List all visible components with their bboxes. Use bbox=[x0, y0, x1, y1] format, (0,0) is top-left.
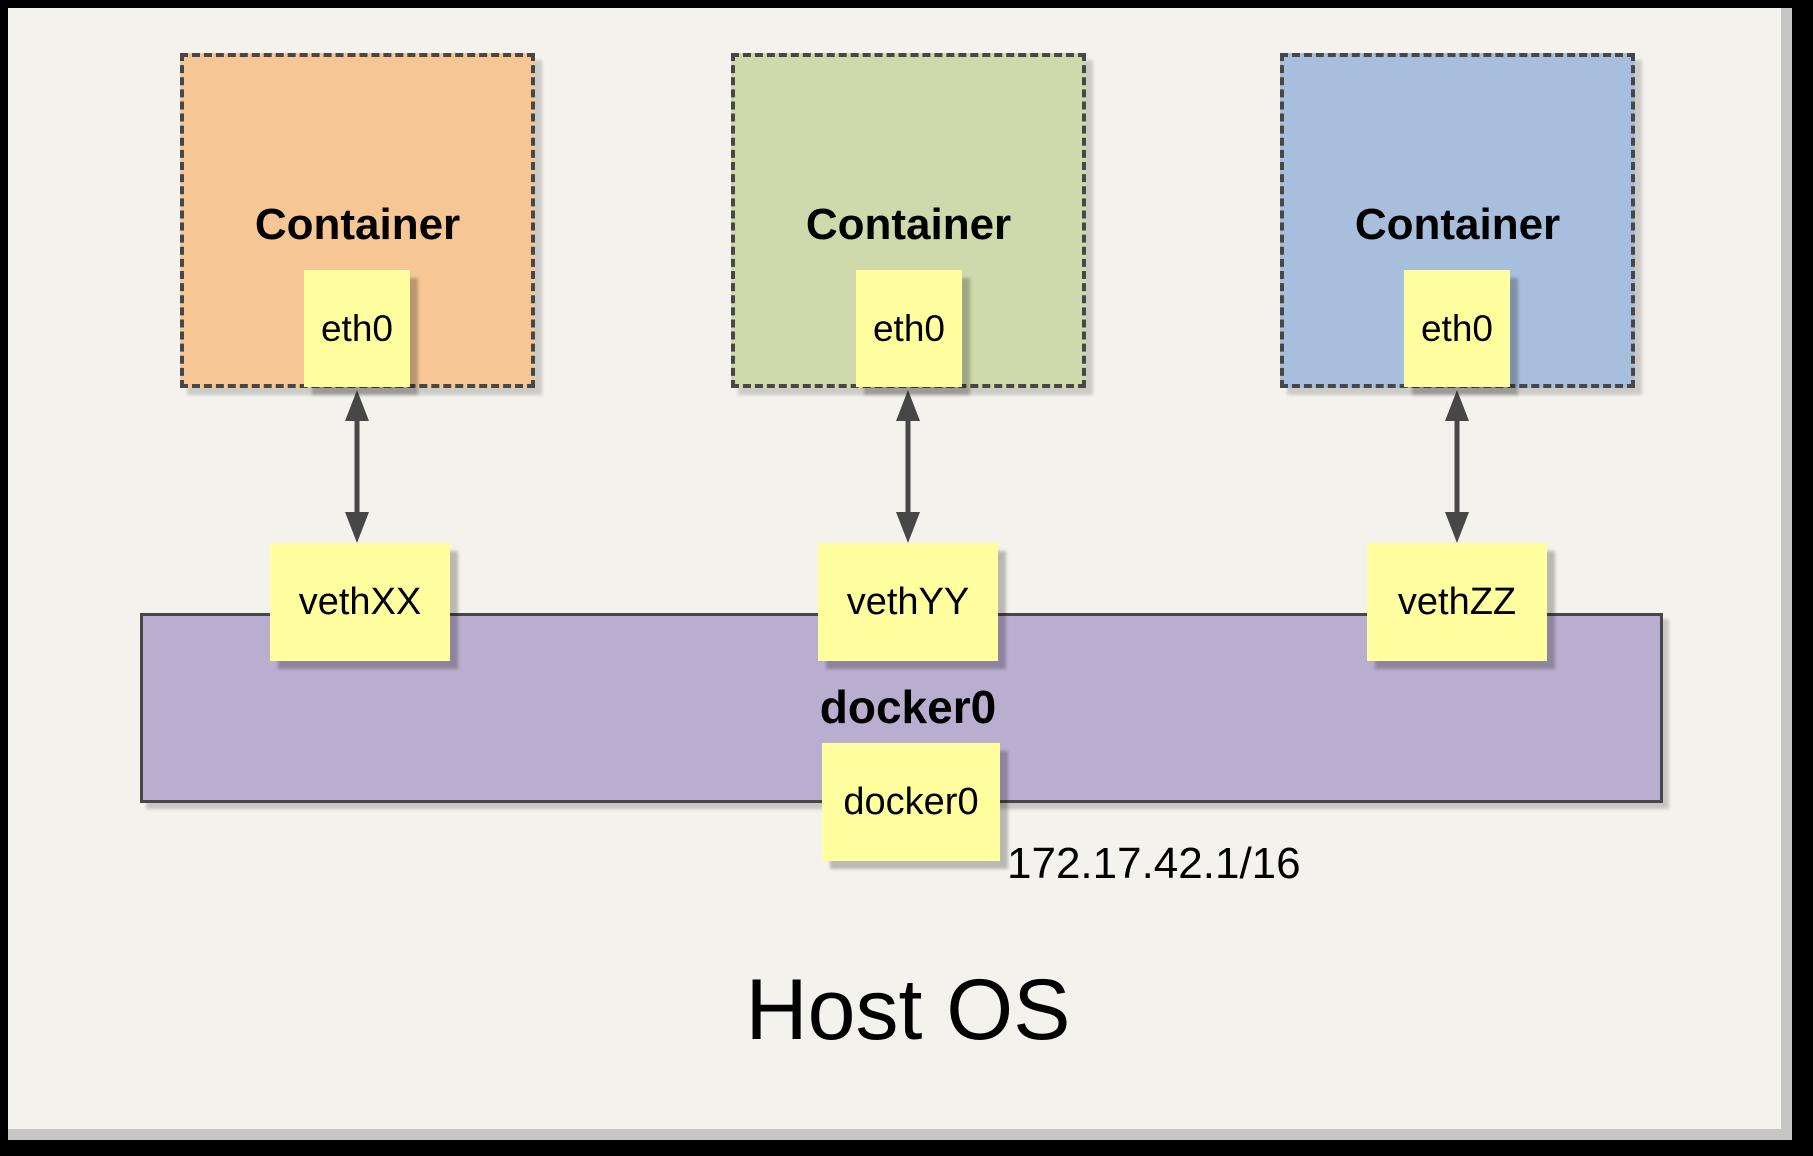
veth-arrow-3 bbox=[1445, 390, 1469, 543]
container-label-1: Container bbox=[254, 200, 461, 249]
eth0-chip-1: eth0 bbox=[304, 270, 410, 387]
eth0-chip-3: eth0 bbox=[1404, 270, 1510, 387]
host-os-panel: Container Container Container docker0 bbox=[8, 8, 1792, 1140]
docker0-interface-chip: docker0 bbox=[822, 743, 1000, 861]
vethyy-chip: vethYY bbox=[818, 543, 998, 661]
veth-arrow-2 bbox=[896, 390, 920, 543]
container-label-2: Container bbox=[805, 200, 1012, 249]
container-label-3: Container bbox=[1354, 200, 1561, 249]
docker0-ip-address: 172.17.42.1/16 bbox=[1007, 839, 1301, 888]
veth-arrow-1 bbox=[345, 390, 369, 543]
docker0-bridge-label: docker0 bbox=[819, 681, 997, 733]
host-os-title: Host OS bbox=[745, 962, 1071, 1058]
eth0-chip-2: eth0 bbox=[856, 270, 962, 387]
vethzz-chip: vethZZ bbox=[1367, 543, 1547, 661]
vethxx-chip: vethXX bbox=[270, 543, 450, 661]
